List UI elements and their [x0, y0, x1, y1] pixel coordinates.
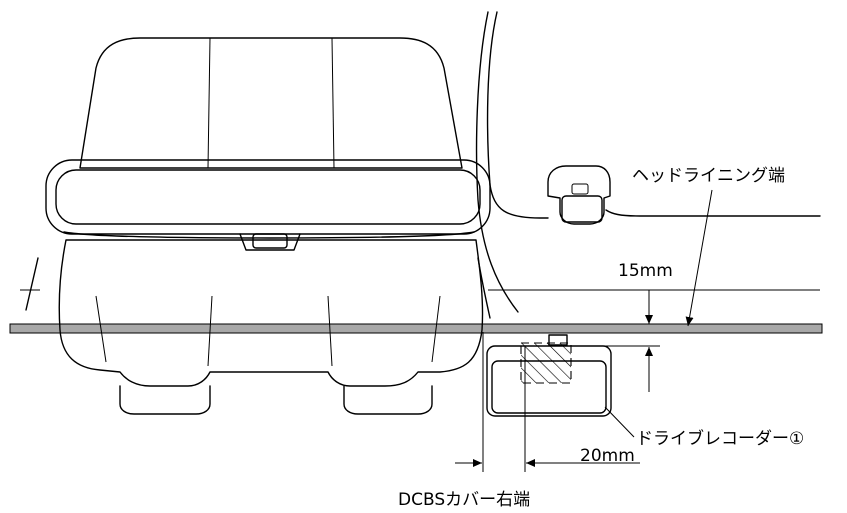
leader-lines — [604, 189, 713, 438]
offset-20mm-label: 20mm — [580, 446, 635, 466]
dcbs-cover-edge-label: DCBSカバー右端 — [398, 490, 530, 510]
sensor-bracket — [547, 165, 611, 225]
headlining-edge-label: ヘッドライニング端 — [632, 166, 785, 186]
drive-recorder-label: ドライブレコーダー① — [636, 428, 804, 449]
windshield-lines — [20, 11, 821, 319]
dimension-15mm — [570, 290, 660, 392]
rearview-mirror — [45, 37, 491, 415]
drive-recorder — [486, 334, 612, 417]
headlining-band — [9, 323, 823, 334]
dimension-20mm — [455, 332, 640, 472]
offset-15mm-label: 15mm — [618, 261, 673, 281]
